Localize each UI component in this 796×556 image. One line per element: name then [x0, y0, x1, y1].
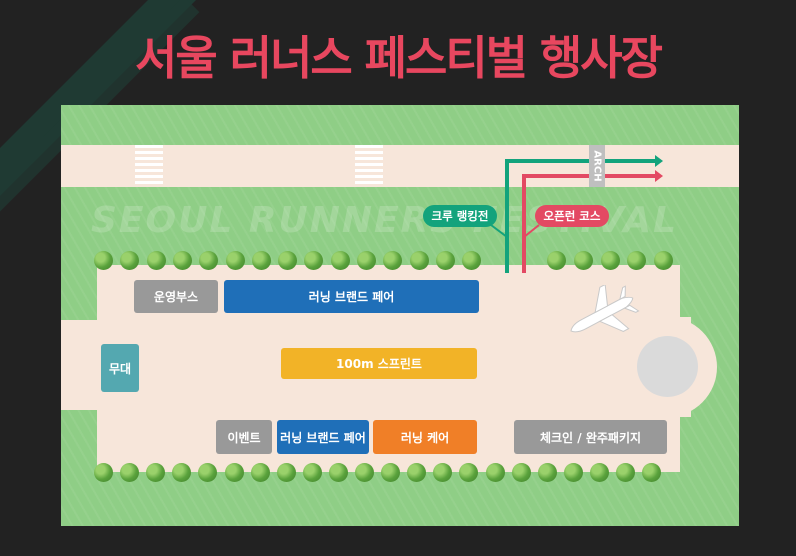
tree-icon [278, 251, 297, 270]
tree-icon [199, 251, 218, 270]
tree-icon [146, 463, 165, 482]
tree-icon [226, 251, 245, 270]
tree-icon [173, 251, 192, 270]
tree-icon [407, 463, 426, 482]
tree-icon [462, 251, 481, 270]
tree-icon [547, 251, 566, 270]
tree-icon [303, 463, 322, 482]
tree-icon [381, 463, 400, 482]
tree-icon [329, 463, 348, 482]
open-route-line [522, 174, 655, 273]
crew-route-arrowhead [655, 155, 663, 167]
crew-ranking-label: 크루 랭킹전 [423, 205, 497, 227]
running-brand-fair-zone-bottom: 러닝 브랜드 페어 [277, 420, 369, 454]
crosswalk [355, 145, 383, 187]
crew-callout-pointer [490, 224, 508, 238]
tree-icon [120, 251, 139, 270]
tree-icon [433, 463, 452, 482]
tree-icon [590, 463, 609, 482]
tree-icon [147, 251, 166, 270]
sprint-zone: 100m 스프린트 [281, 348, 477, 379]
tree-icon [357, 251, 376, 270]
stage-zone: 무대 [101, 344, 139, 392]
tree-icon [225, 463, 244, 482]
airplane-icon [570, 285, 640, 333]
open-run-label: 오픈런 코스 [535, 205, 609, 227]
tree-icon [94, 463, 113, 482]
tree-icon [383, 251, 402, 270]
checkin-zone: 체크인 / 완주패키지 [514, 420, 667, 454]
top-road [61, 145, 739, 187]
event-zone: 이벤트 [216, 420, 272, 454]
tree-icon [616, 463, 635, 482]
venue-map: SEOUL RUNNERS FESTIVAL ARCH 크루 랭킹전 오픈런 코… [61, 105, 739, 526]
tree-icon [486, 463, 505, 482]
running-care-zone: 러닝 케어 [373, 420, 477, 454]
tree-icon [564, 463, 583, 482]
tree-icon [654, 251, 673, 270]
tree-icon [601, 251, 620, 270]
tree-icon [410, 251, 429, 270]
route-arrows [490, 155, 663, 273]
running-brand-fair-zone-top: 러닝 브랜드 페어 [224, 280, 479, 313]
tree-icon [512, 463, 531, 482]
open-route-arrowhead [655, 170, 663, 182]
crosswalk [135, 145, 163, 187]
page-title: 서울 러너스 페스티벌 행사장 [135, 31, 663, 85]
tree-icon [277, 463, 296, 482]
tree-icon [304, 251, 323, 270]
tree-icon [355, 463, 374, 482]
operation-booth-zone: 운영부스 [134, 280, 218, 313]
tree-icon [459, 463, 478, 482]
arch-label: ARCH [591, 150, 603, 182]
tree-icon [172, 463, 191, 482]
roundabout [637, 336, 698, 397]
tree-icon [252, 251, 271, 270]
tree-icon [642, 463, 661, 482]
tree-icon [436, 251, 455, 270]
open-callout-pointer [523, 224, 540, 238]
tree-icon [251, 463, 270, 482]
west-entrance [61, 320, 101, 410]
tree-icon [120, 463, 139, 482]
tree-icon [198, 463, 217, 482]
arch-gate: ARCH [589, 145, 605, 187]
tree-icon [538, 463, 557, 482]
tree-icon [574, 251, 593, 270]
crew-route-line [505, 159, 655, 273]
tree-icon [627, 251, 646, 270]
tree-icon [94, 251, 113, 270]
tree-icon [331, 251, 350, 270]
